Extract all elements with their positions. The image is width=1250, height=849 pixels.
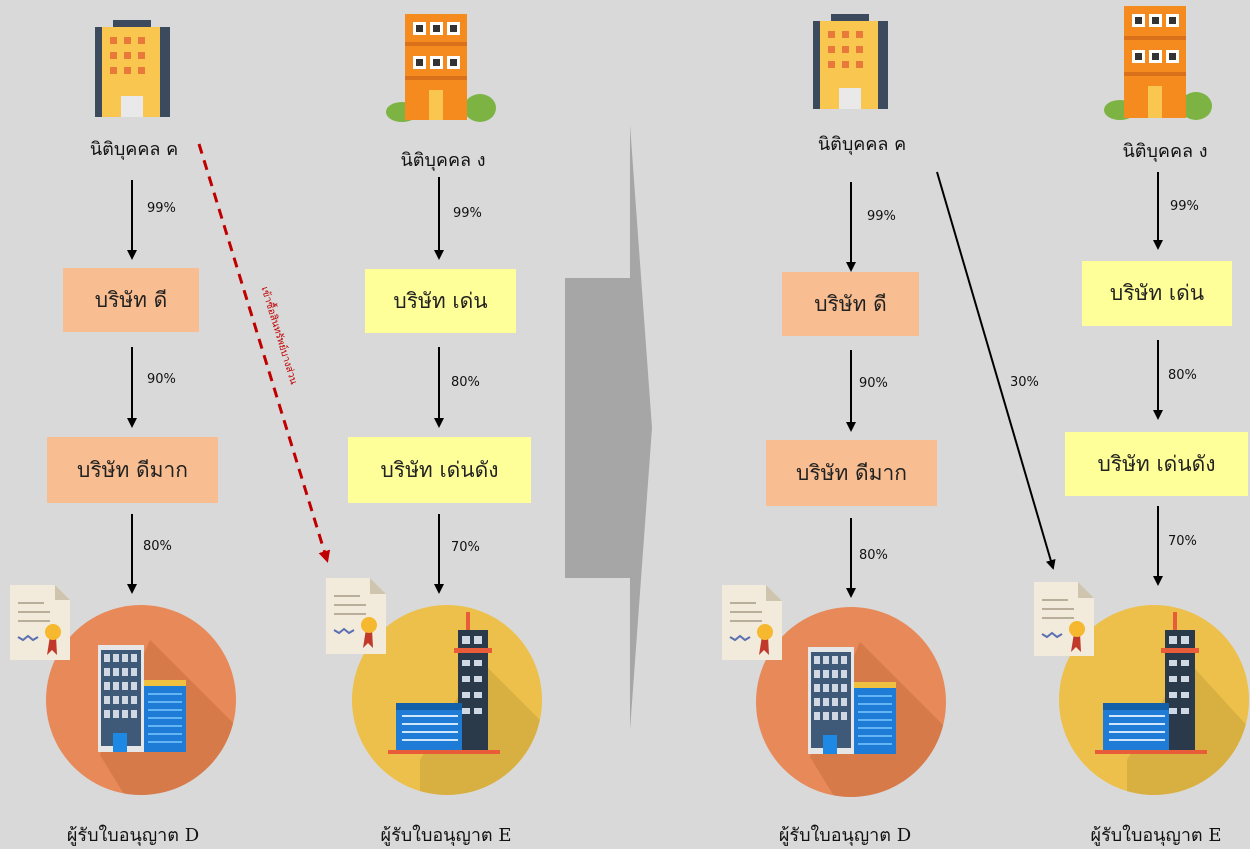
owner-d-label: นิติบุคคล ง	[1122, 141, 1208, 162]
company-deemak-box: บริษัท ดีมาก	[766, 440, 937, 506]
pct-d-den: 99%	[453, 206, 482, 221]
licensee-D-label: ผู้รับใบอนุญาต D	[66, 825, 200, 846]
certificate-icon	[326, 578, 386, 654]
office-building-icon	[95, 20, 170, 117]
company-den-box: บริษัท เด่น	[365, 269, 516, 333]
company-dendang-box: บริษัท เด่นดัง	[1065, 432, 1248, 496]
arrow-c-E	[936, 171, 1056, 570]
pct-c-dee: 99%	[867, 209, 896, 224]
tower-building-icon	[1059, 605, 1249, 795]
company-den-box: บริษัท เด่น	[1082, 261, 1232, 326]
pct-deemak-D: 80%	[143, 539, 172, 554]
pct-dee-deemak: 90%	[147, 372, 176, 387]
pct-dendang-E: 70%	[1168, 534, 1197, 549]
owner-c-label: นิติบุคคล ค	[89, 139, 179, 160]
pct-dee-deemak: 90%	[859, 376, 888, 391]
pct-c-E: 30%	[1010, 375, 1039, 390]
transition-arrow	[565, 125, 652, 730]
office-building-icon	[813, 14, 888, 109]
apartment-building-icon	[1104, 6, 1212, 120]
pct-c-dee: 99%	[147, 201, 176, 216]
pct-d-den: 99%	[1170, 199, 1199, 214]
company-deemak-box: บริษัท ดีมาก	[47, 437, 218, 503]
dashed-acquisition-arrow	[197, 143, 331, 563]
skyscraper-icon	[46, 605, 236, 795]
owner-d-label: นิติบุคคล ง	[400, 150, 486, 171]
owner-c-label: นิติบุคคล ค	[817, 134, 907, 155]
licensee-E-label: ผู้รับใบอนุญาต E	[380, 825, 512, 846]
pct-den-dendang: 80%	[451, 375, 480, 390]
licensee-E-label: ผู้รับใบอนุญาต E	[1090, 825, 1222, 846]
company-dee-box: บริษัท ดี	[63, 268, 199, 332]
company-dendang-box: บริษัท เด่นดัง	[348, 437, 531, 503]
company-dee-box: บริษัท ดี	[782, 272, 919, 336]
skyscraper-icon	[756, 607, 946, 797]
pct-den-dendang: 80%	[1168, 368, 1197, 383]
pct-dendang-E: 70%	[451, 540, 480, 555]
certificate-icon	[1034, 582, 1094, 656]
certificate-icon	[722, 585, 782, 660]
apartment-building-icon	[386, 14, 496, 122]
pct-deemak-D: 80%	[859, 548, 888, 563]
licensee-D-label: ผู้รับใบอนุญาต D	[778, 825, 912, 846]
certificate-icon	[10, 585, 70, 660]
